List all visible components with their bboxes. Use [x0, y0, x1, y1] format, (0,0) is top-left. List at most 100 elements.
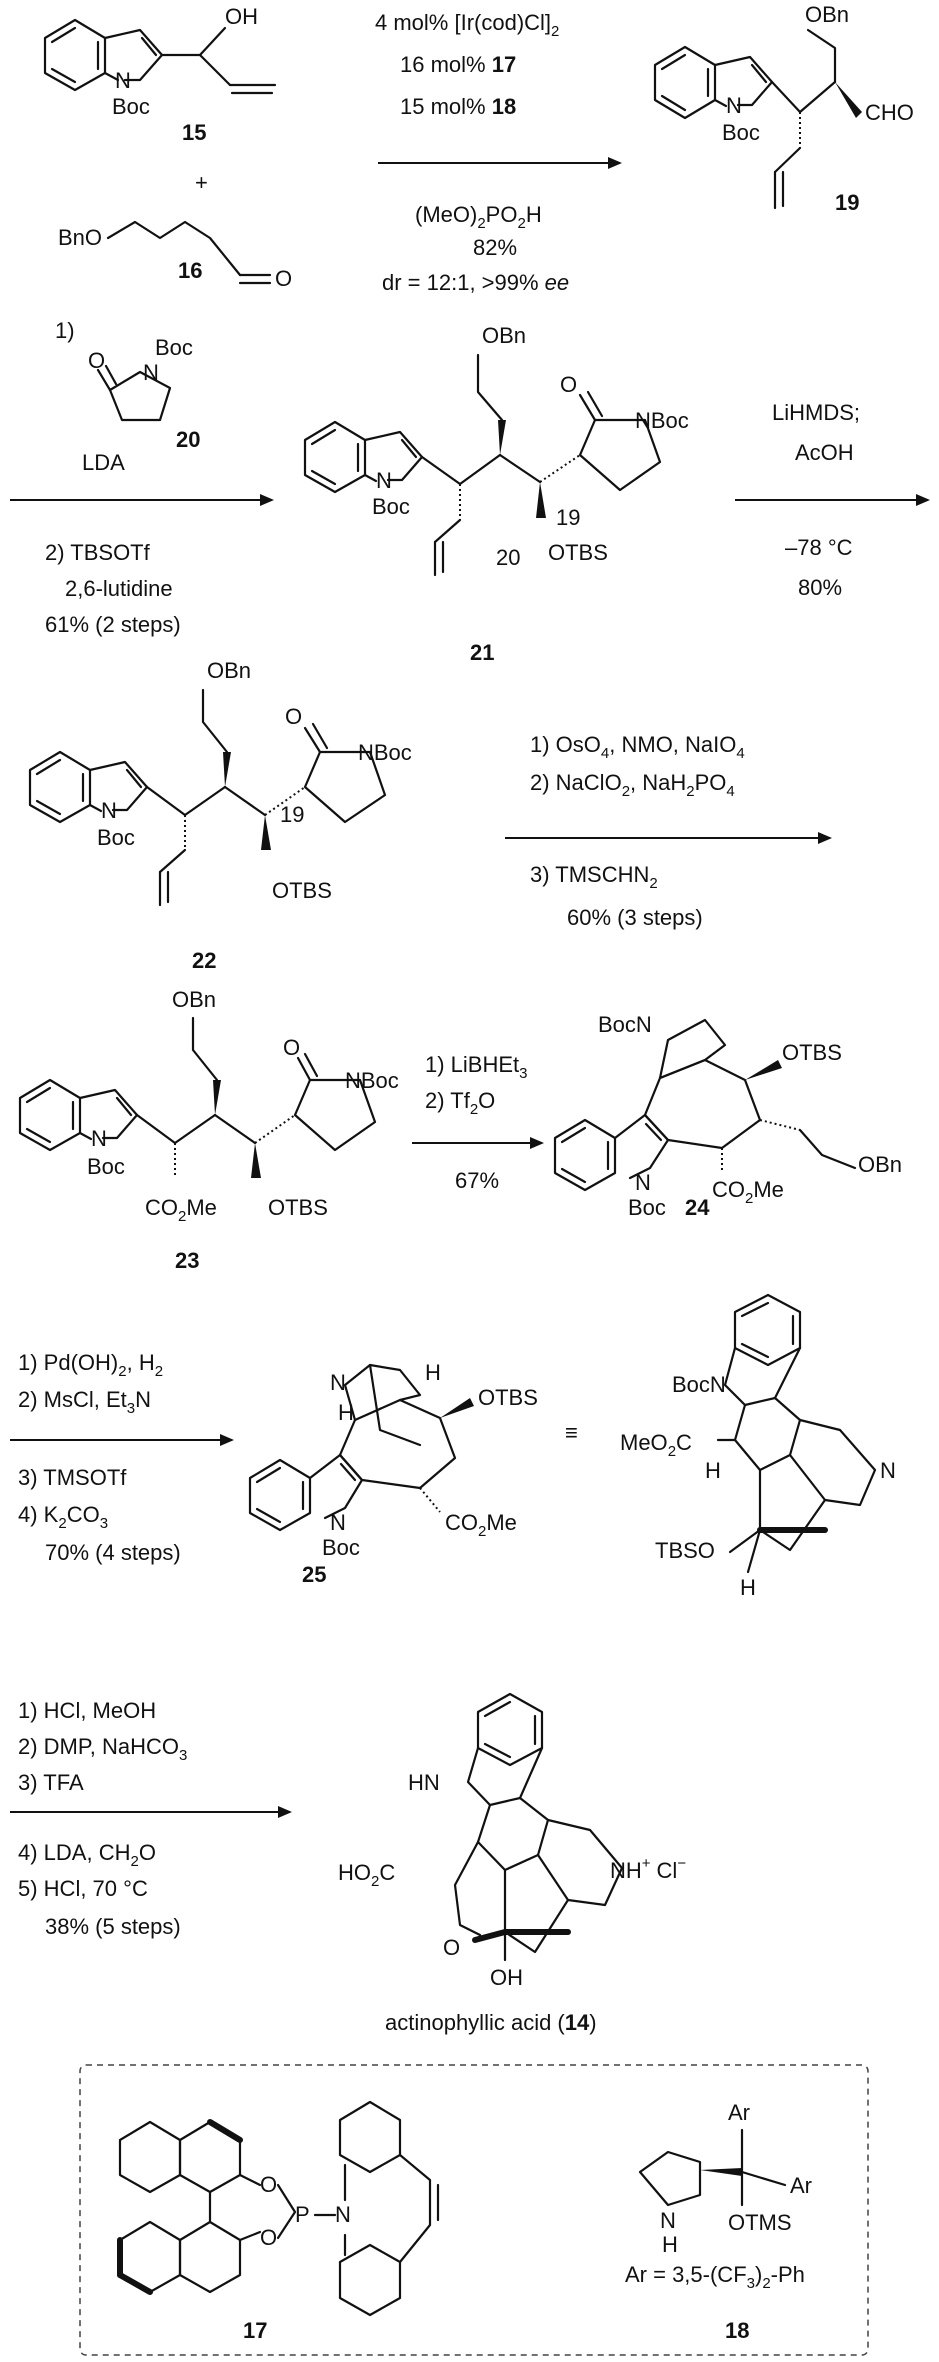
compound-number-16: 16: [178, 258, 202, 283]
boc-label: Boc: [97, 825, 135, 850]
step1-ir-catalyst: 4 mol% [Ir(cod)Cl]2: [375, 10, 559, 40]
ammonium-label: NH+Cl−: [610, 1855, 686, 1883]
methyl-ester-label: CO2Me: [712, 1177, 784, 1207]
step2-label-1: 1): [55, 318, 75, 343]
step2-yield: 61% (2 steps): [45, 612, 181, 637]
lactam-boc-label: Boc: [155, 335, 193, 360]
methyl-ester-label: MeO2C: [620, 1430, 692, 1460]
indole-n-label: N: [115, 68, 131, 93]
methyl-ester-label: CO2Me: [145, 1195, 217, 1225]
plus-sign: +: [195, 170, 208, 195]
amine-n-label: N: [330, 1370, 346, 1395]
step1-ligand-17: 16 mol% 17: [400, 52, 516, 77]
silyl-ether-label: OTBS: [478, 1385, 538, 1410]
compound-21: N Boc OBn 20 OTBS 19 O NBoc 21: [303, 323, 689, 665]
aryl-1-label: Ar: [728, 2100, 750, 2125]
h-label-2: H: [740, 1575, 756, 1600]
silyl-ether-label: OTBS: [272, 878, 332, 903]
compound-23: N Boc CO2Me OBn OTBS O NBoc 23: [18, 987, 399, 1273]
indole-n-label: N: [91, 1126, 107, 1151]
step7-yield: 38% (5 steps): [45, 1914, 181, 1939]
step5-reduction: 1) LiBHEt3: [425, 1052, 528, 1082]
step3-quench: AcOH: [795, 440, 854, 465]
compound-number-21: 21: [470, 640, 494, 665]
step7-step3: 3) TFA: [18, 1770, 84, 1795]
step3-temperature: –78 °C: [785, 535, 853, 560]
compound-number-18: 18: [725, 2318, 749, 2343]
step3-base: LiHMDS;: [772, 400, 860, 425]
step1-yield: 82%: [473, 235, 517, 260]
step1-acid: (MeO)2PO2H: [415, 202, 542, 232]
aryl-definition: Ar = 3,5-(CF3)2-Ph: [625, 2262, 805, 2292]
nh-h-label: H: [662, 2232, 678, 2257]
step7-conditions: 1) HCl, MeOH 2) DMP, NaHCO3 3) TFA 4) LD…: [10, 1698, 292, 1939]
h-label: H: [705, 1458, 721, 1483]
step1-amine-18: 15 mol% 18: [400, 94, 516, 119]
boc-label: Boc: [628, 1195, 666, 1220]
indole-n-label: N: [726, 93, 742, 118]
benzyl-ether-label: OBn: [805, 2, 849, 27]
silyl-ether-label: OTMS: [728, 2210, 792, 2235]
compound-number-24: 24: [685, 1195, 710, 1220]
silyl-ether-label: OTBS: [548, 540, 608, 565]
boc-label: Boc: [112, 94, 150, 119]
phosphorus-label: P: [295, 2202, 310, 2227]
step3-yield: 80%: [798, 575, 842, 600]
oxygen-2-label: O: [260, 2225, 277, 2250]
step6-yield: 70% (4 steps): [45, 1540, 181, 1565]
step1-conditions: 4 mol% [Ir(cod)Cl]2 16 mol% 17 15 mol% 1…: [375, 10, 622, 295]
step6-base: 4) K2CO3: [18, 1502, 108, 1532]
indole-n-label: N: [101, 798, 117, 823]
step4-esterification: 3) TMSCHN2: [530, 862, 658, 892]
catalyst-box: [79, 2064, 869, 2356]
boc-n-label: BocN: [672, 1372, 726, 1397]
step2-silylation: 2) TBSOTf: [45, 540, 151, 565]
benzyl-ether-label: OBn: [207, 658, 251, 683]
lactam-o-label: O: [285, 704, 302, 729]
benzyl-ether-label: OBn: [482, 323, 526, 348]
compound-14-actinophyllic-acid: HN NH+Cl− HO2C O OH actinophyllic acid (…: [338, 1692, 686, 2035]
compound-number-23: 23: [175, 1248, 199, 1273]
step7-step4: 4) LDA, CH2O: [18, 1840, 156, 1870]
lactam-20: O N Boc: [88, 335, 193, 422]
step6-mesylation: 2) MsCl, Et3N: [18, 1387, 151, 1417]
compound-17-ligand: O O P N 17: [117, 2100, 440, 2343]
compound-22: N Boc OBn OTBS 19 O NBoc 22: [28, 658, 412, 973]
compound-24: N Boc BocN OTBS OBn CO2Me 24: [553, 1012, 902, 1220]
compound-number-17: 17: [243, 2318, 267, 2343]
carboxylic-acid-label: HO2C: [338, 1860, 395, 1890]
step5-triflation: 2) Tf2O: [425, 1088, 495, 1118]
lactam-o-label: O: [88, 348, 105, 373]
nitrogen-label: N: [335, 2202, 351, 2227]
step2-conditions: 1) O N Boc LDA 20 2) TBSOTf 2,6-lutidine…: [10, 318, 274, 637]
compound-19: N Boc CHO OBn 19: [653, 2, 914, 215]
n-boc-label: NBoc: [635, 408, 689, 433]
aryl-2-label: Ar: [790, 2173, 812, 2198]
step4-pinnick: 2) NaClO2, NaH2PO4: [530, 770, 735, 800]
benzyloxy-label: BnO: [58, 225, 102, 250]
step2-base: LDA: [82, 450, 125, 475]
compound-18-catalyst: N H Ar Ar OTMS Ar = 3,5-(CF3)2-Ph 18: [625, 2100, 812, 2343]
indole-n-label: N: [330, 1510, 346, 1535]
step5-yield: 67%: [455, 1168, 499, 1193]
carbon-19-label: 19: [280, 802, 304, 827]
compound-number-20: 20: [176, 427, 200, 452]
boc-label: Boc: [372, 494, 410, 519]
step1-selectivity: dr = 12:1, >99% ee: [382, 270, 569, 295]
methyl-ester-label: CO2Me: [445, 1510, 517, 1540]
step6-deprotection: 3) TMSOTf: [18, 1465, 127, 1490]
boc-n-label: BocN: [598, 1012, 652, 1037]
boc-label: Boc: [722, 120, 760, 145]
silyl-ether-label: OTBS: [782, 1040, 842, 1065]
boc-label: Boc: [87, 1154, 125, 1179]
indole-nh-label: HN: [408, 1770, 440, 1795]
carbon-19-label: 19: [556, 505, 580, 530]
n-boc-label: NBoc: [345, 1068, 399, 1093]
benzyl-ether-label: OBn: [172, 987, 216, 1012]
compound-number-19: 19: [835, 190, 859, 215]
benzyl-ether-label: OBn: [858, 1152, 902, 1177]
aldehyde-o-label: O: [275, 266, 292, 291]
step6-conditions: 1) Pd(OH)2, H2 2) MsCl, Et3N 3) TMSOTf 4…: [10, 1350, 234, 1565]
step5-conditions: 1) LiBHEt3 2) Tf2O 67%: [412, 1052, 544, 1193]
